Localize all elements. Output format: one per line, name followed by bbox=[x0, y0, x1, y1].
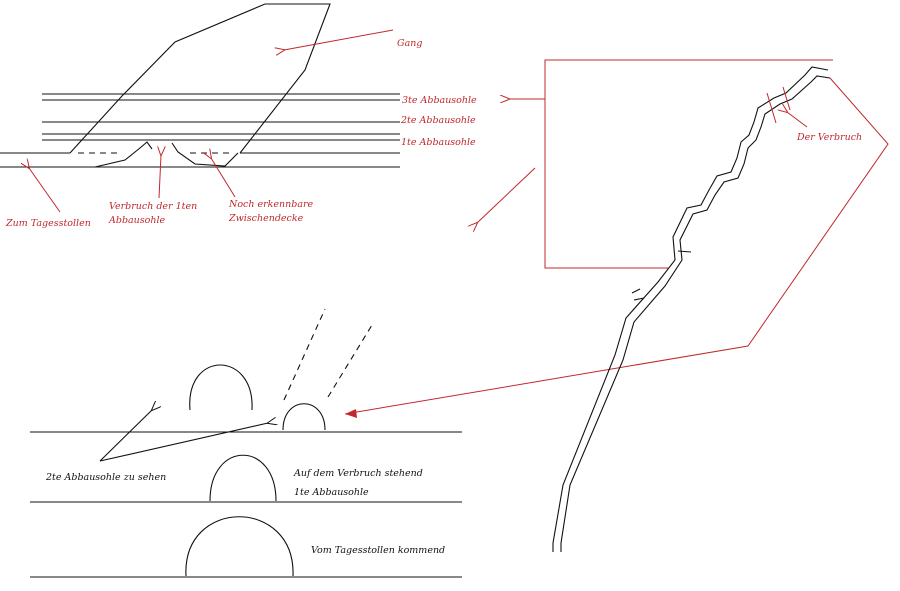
sight-arrow-right bbox=[99, 423, 268, 462]
drift-right-wall bbox=[560, 75, 831, 544]
gang-vein-outline bbox=[69, 3, 331, 154]
plan-view-diagram bbox=[344, 59, 889, 552]
label-level-1: 1te Abbausohle bbox=[401, 137, 476, 148]
label-auf-dem-verbruch-line2: 1te Abbausohle bbox=[294, 487, 369, 498]
gang-arrow bbox=[284, 29, 394, 50]
verbruch-1ten-arrow bbox=[159, 155, 161, 199]
label-der-verbruch: Der Verbruch bbox=[796, 132, 862, 143]
label-zwischendecke-line2: Zwischendecke bbox=[228, 213, 304, 224]
label-gang: Gang bbox=[397, 38, 422, 49]
der-verbruch-arrow bbox=[787, 112, 808, 128]
drift-end-cap bbox=[552, 543, 562, 552]
collapse-profile-left bbox=[94, 141, 153, 168]
cross-section-diagram bbox=[0, 3, 400, 213]
side-branch bbox=[631, 288, 645, 301]
collapse-marker-1 bbox=[766, 92, 777, 124]
drift-left-wall bbox=[552, 66, 829, 544]
label-verbruch-1ten-line1: Verbruch der 1ten bbox=[109, 201, 197, 212]
label-zwischendecke-line1: Noch erkennbare bbox=[228, 199, 314, 210]
label-level-3: 3te Abbausohle bbox=[402, 95, 477, 106]
sight-arrow-left bbox=[99, 410, 152, 462]
arch-level-2-right bbox=[282, 403, 326, 431]
label-auf-dem-verbruch-line1: Auf dem Verbruch stehend bbox=[293, 468, 423, 479]
label-verbruch-1ten-line2: Abbausohle bbox=[108, 215, 166, 226]
label-vom-tagesstollen: Vom Tagesstollen kommend bbox=[311, 545, 445, 556]
link-to-arch-line bbox=[344, 77, 889, 415]
upper-branch bbox=[677, 250, 692, 253]
pointer-arrow-lower bbox=[477, 167, 536, 223]
label-level-2: 2te Abbausohle bbox=[400, 115, 476, 126]
zwischendecke-arrow bbox=[211, 158, 236, 198]
collapse-profile-right bbox=[171, 142, 239, 167]
arch-level-1 bbox=[209, 454, 277, 502]
tagesstollen-arrow bbox=[29, 168, 61, 213]
plan-frame bbox=[544, 59, 833, 269]
arch-tagesstollen bbox=[185, 516, 294, 577]
arch-level-2-left bbox=[189, 364, 253, 411]
view-sketch-diagram bbox=[30, 308, 462, 578]
shaft-dashed-left bbox=[283, 308, 326, 401]
label-2te-sohle-zu-sehen: 2te Abbausohle zu sehen bbox=[45, 472, 166, 483]
label-tagesstollen: Zum Tagesstollen bbox=[5, 218, 91, 229]
shaft-dashed-right bbox=[327, 324, 373, 398]
link-arrowhead bbox=[345, 409, 357, 418]
